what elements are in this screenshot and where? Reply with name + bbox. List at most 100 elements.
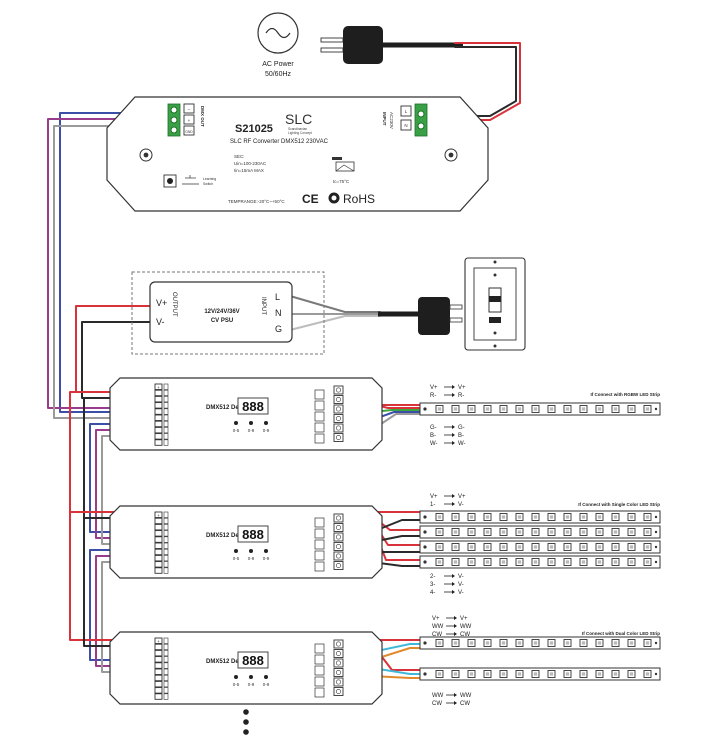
sec-current: Iin=15mA MAX	[234, 168, 264, 173]
ac-power-label: AC Power	[262, 61, 294, 68]
controller-description: SLC RF Converter DMX512 230VAC	[230, 139, 329, 145]
led-strips	[419, 402, 661, 681]
single-pin-from: V+	[430, 494, 438, 500]
single-pin-to: V-	[458, 502, 464, 508]
address-dial-icon[interactable]	[264, 421, 268, 425]
decoder-digit-display: 888	[242, 653, 264, 668]
rgbw-pin-to: G-	[458, 425, 465, 431]
rgbw-pin-to: W-	[458, 441, 466, 447]
rohs-mark: RoHS	[343, 192, 375, 206]
dial-range-label: 0-9	[248, 428, 255, 433]
address-dial-icon[interactable]	[249, 549, 253, 553]
sec-voltage: Uin=100-230AC	[234, 161, 267, 166]
slc-logo-sub2: Lighting Concept	[288, 131, 312, 135]
input-label: INPUT	[382, 112, 387, 126]
learning-switch: Learning Switch	[163, 174, 216, 188]
rgbw-strip-title: If Connect with RGBW LED Strip	[591, 392, 661, 397]
ac-input-terminal: L N INPUT AC230V	[382, 103, 428, 137]
dual-pin-from: V+	[432, 616, 440, 622]
psu-n-label: N	[275, 308, 282, 318]
psu-voltage-label: 12V/24V/36V	[204, 309, 239, 315]
tc-label: tc=75°C	[333, 179, 350, 184]
dmx-gnd-label: GND	[185, 130, 193, 134]
dial-range-label: 0-5	[233, 556, 240, 561]
slc-logo-sub1: Scandinavian	[288, 127, 307, 131]
rgbw-pin-from: B-	[430, 433, 436, 439]
decoder-label: DMX512 Decoder	[206, 533, 256, 539]
dual-pin-from: WW	[432, 624, 444, 630]
ac-power-source: AC Power 50/60Hz	[257, 12, 299, 78]
dial-range-label: 0-9	[263, 428, 270, 433]
ce-mark: CE	[302, 192, 319, 206]
input-l-label: L	[405, 109, 408, 114]
rgbw-pin-from: V+	[430, 385, 438, 391]
rgbw-pin-to: B-	[458, 433, 464, 439]
dual-strip-title: If Connect with Dual Color LED Strip	[582, 631, 660, 636]
address-dial-icon[interactable]	[264, 549, 268, 553]
address-dial-icon[interactable]	[234, 675, 238, 679]
svg-text:+: +	[157, 639, 160, 644]
address-dial-icon[interactable]	[264, 675, 268, 679]
top-power-plug-icon	[320, 26, 463, 64]
dmx-minus-label: –	[188, 107, 191, 112]
cv-psu: V+ V- OUTPUT 12V/24V/36V CV PSU INPUT L …	[131, 271, 325, 355]
decoder-digit-display: 888	[242, 527, 264, 542]
dmx-out-terminal: – + GND DMX OUT	[167, 103, 205, 137]
decoder-digit-display: 888	[242, 399, 264, 414]
psu-type-label: CV PSU	[211, 318, 233, 324]
psu-output-label: OUTPUT	[171, 292, 177, 317]
dual-pin-to: CW	[460, 701, 470, 707]
single-led-strip-3	[419, 540, 661, 554]
dual-pin-to: V+	[460, 616, 468, 622]
slc-logo-text: SLC	[285, 111, 312, 127]
wall-outlet-icon	[464, 257, 526, 351]
dial-range-label: 0-9	[263, 682, 270, 687]
dual-led-strip-2	[419, 667, 661, 681]
dial-range-label: 0-9	[248, 556, 255, 561]
switch-label: Switch	[203, 182, 213, 186]
decoder-label: DMX512 Decoder	[206, 405, 256, 411]
single-strip-title: If Connect with Single Color LED Strip	[578, 502, 660, 507]
rgbw-pin-to: R-	[458, 393, 464, 399]
svg-text:+: +	[157, 513, 160, 518]
single-pin-to: V+	[458, 494, 466, 500]
learning-label: Learning	[203, 177, 216, 181]
input-n-label: N	[404, 123, 407, 128]
single-pin-from: 3-	[430, 582, 435, 588]
single-pin-to: V-	[458, 574, 464, 580]
single-led-strip-4	[419, 555, 661, 569]
dual-led-strip-1	[419, 636, 661, 650]
certification-box-icon	[332, 157, 355, 172]
decoder-label: DMX512 Decoder	[206, 659, 256, 665]
address-dial-icon[interactable]	[234, 421, 238, 425]
rf-converter-controller: – + GND DMX OUT L N INPUT AC230V S21025 …	[106, 96, 489, 212]
rgbw-pin-from: G-	[430, 425, 437, 431]
ac-frequency-label: 50/60Hz	[265, 71, 292, 78]
dual-pin-from: CW	[432, 632, 442, 638]
single-led-strip-1	[419, 510, 661, 524]
address-dial-icon[interactable]	[249, 421, 253, 425]
dial-range-label: 0-9	[248, 682, 255, 687]
dmx-out-label: DMX OUT	[200, 106, 205, 127]
rgbw-pin-to: V+	[458, 385, 466, 391]
single-pin-from: 2-	[430, 574, 435, 580]
rgbw-led-strip	[419, 402, 661, 416]
address-dial-icon[interactable]	[234, 549, 238, 553]
continuation-dots-icon	[243, 709, 249, 735]
pin-mapping-labels: V+V+R-R-G-G-B-B-W-W-V+V+1-V-2-V-3-V-4-V-…	[430, 385, 472, 707]
single-pin-to: V-	[458, 590, 464, 596]
address-dial-icon[interactable]	[249, 675, 253, 679]
psu-power-plug-icon	[418, 297, 463, 335]
dual-pin-from: WW	[432, 693, 444, 699]
sec-heading: SEC:	[234, 154, 245, 159]
psu-g-label: G	[275, 324, 282, 334]
dual-pin-from: CW	[432, 701, 442, 707]
dial-range-label: 0-5	[233, 428, 240, 433]
single-pin-to: V-	[458, 582, 464, 588]
svg-text:+: +	[157, 385, 160, 390]
dial-range-label: 0-9	[263, 556, 270, 561]
